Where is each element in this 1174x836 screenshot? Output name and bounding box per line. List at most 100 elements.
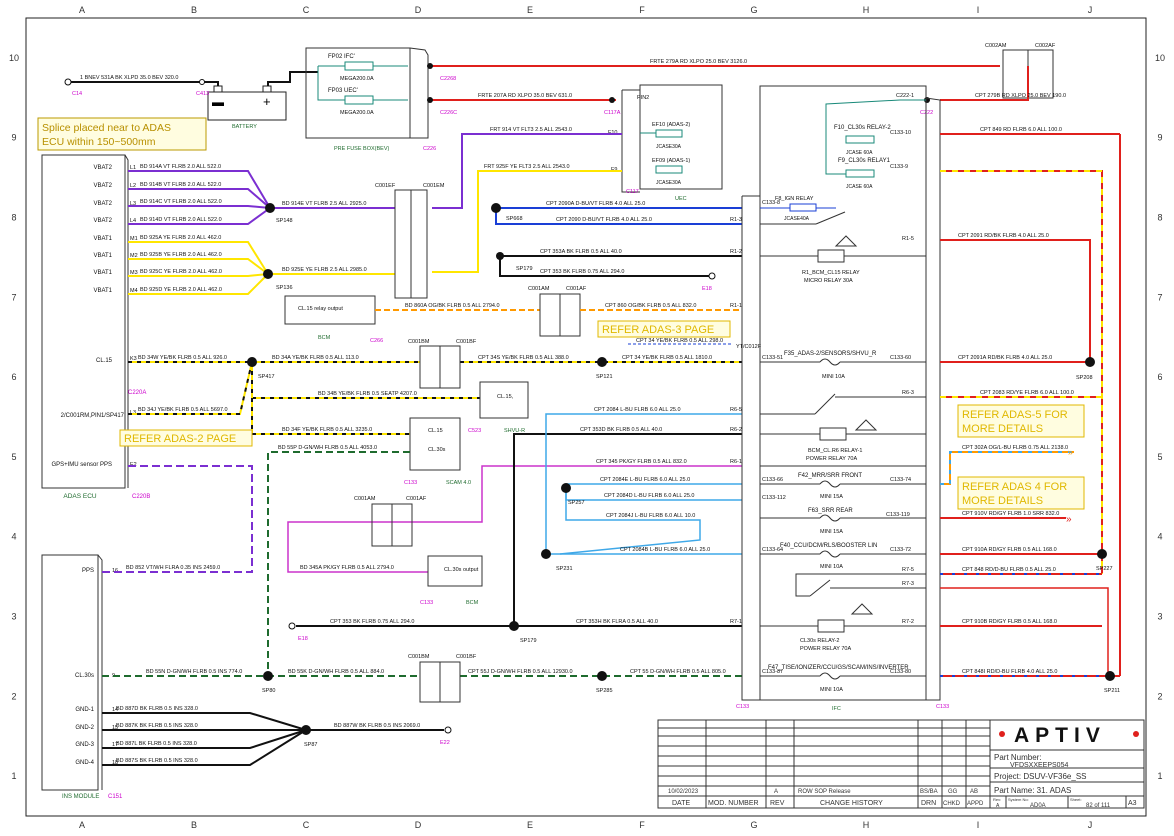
grid-row-label: 10 (1155, 53, 1165, 63)
svg-text:CPT 345 PK/GY FLRB 0.5 ALL 832: CPT 345 PK/GY FLRB 0.5 ALL 832.0 (596, 459, 687, 465)
vbat1-wires (128, 241, 395, 295)
grid-col-label: D (415, 820, 422, 830)
svg-text:BD 860A OG/BK FLRB 0.5 ALL 279: BD 860A OG/BK FLRB 0.5 ALL 2794.0 (405, 303, 500, 309)
svg-text:C133-80: C133-80 (890, 669, 911, 675)
c117a-label: C117A (604, 110, 621, 116)
c226-label: C226 (423, 146, 436, 152)
mega1-label: MEGA200.0A (340, 76, 374, 82)
uec-label: UEC (675, 196, 687, 202)
grid-row-label: 7 (1157, 292, 1162, 302)
svg-text:82 of 111: 82 of 111 (1086, 803, 1111, 809)
sp231-splice (541, 549, 551, 559)
svg-text:BD 925A YE FLRB 2.0 ALL 462.0: BD 925A YE FLRB 2.0 ALL 462.0 (140, 235, 221, 241)
svg-text:REFER ADAS-5 FOR: REFER ADAS-5 FOR (962, 409, 1068, 421)
svg-text:BD 34A YE/BK FLRB 0.5 ALL 113.: BD 34A YE/BK FLRB 0.5 ALL 113.0 (272, 355, 359, 361)
svg-text:F8_IGN RELAY: F8_IGN RELAY (775, 196, 814, 202)
svg-text:R7-3: R7-3 (902, 581, 914, 587)
ground-e18-bottom-icon (288, 622, 296, 630)
svg-text:MORE DETAILS: MORE DETAILS (962, 495, 1043, 507)
svg-text:MINI 10A: MINI 10A (820, 687, 843, 693)
aptiv-logo-dot-right (1133, 731, 1139, 737)
cl15-relay-output-box (284, 295, 376, 325)
svg-text:CPT 2091 RD/BK FLRB 4.0 ALL 25: CPT 2091 RD/BK FLRB 4.0 ALL 25.0 (958, 233, 1049, 239)
ecu-pin-vbat1-m4: VBAT1 (93, 288, 112, 294)
svg-text:MINI 15A: MINI 15A (820, 529, 843, 535)
svg-text:SP668: SP668 (506, 216, 523, 222)
grid-row-label: 8 (11, 213, 16, 223)
svg-text:BD 55N D-GN/WH FLRB 0.5 INS 77: BD 55N D-GN/WH FLRB 0.5 INS 774.0 (146, 669, 242, 675)
svg-text:R7-2: R7-2 (902, 619, 914, 625)
svg-text:FRT 925F YE FLT3 2.5 ALL 2543.: FRT 925F YE FLT3 2.5 ALL 2543.0 (484, 164, 570, 170)
svg-text:BCM_CL.R6 RELAY-1: BCM_CL.R6 RELAY-1 (808, 448, 862, 454)
ifc-fuse-box (741, 85, 941, 701)
grid-col-label: G (750, 5, 757, 15)
c151-label: C151 (108, 794, 123, 800)
svg-text:C001AM: C001AM (354, 496, 376, 502)
grid-col-label: C (303, 5, 310, 15)
fp02-label: FP02 IFC' (328, 54, 355, 60)
ins-pin-gnd3: GND-3 (75, 742, 94, 748)
sp179-splice-top (496, 252, 504, 260)
svg-text:BD 55K D-GN/WH FLRB 0.5 ALL 88: BD 55K D-GN/WH FLRB 0.5 ALL 884.0 (288, 669, 384, 675)
grid-row-label: 2 (11, 691, 16, 701)
svg-text:C133-87: C133-87 (762, 669, 783, 675)
svg-text:CPT 2091A RD/BK FLRB 4.0 ALL 2: CPT 2091A RD/BK FLRB 4.0 ALL 25.0 (958, 355, 1052, 361)
ef10-label: EF10 (ADAS-2) (652, 122, 690, 128)
svg-text:CPT 353H BK FLRA 0.5 ALL 40.0: CPT 353H BK FLRA 0.5 ALL 40.0 (576, 619, 658, 625)
grid-row-label: 9 (1157, 133, 1162, 143)
svg-text:CL.15 relay output: CL.15 relay output (298, 306, 343, 312)
svg-text:CPT 2084B L-BU FLRB 6.0 ALL 25: CPT 2084B L-BU FLRB 6.0 ALL 25.0 (620, 547, 710, 553)
svg-text:SCAM 4.0: SCAM 4.0 (446, 480, 471, 486)
svg-text:YT/C012F: YT/C012F (736, 344, 762, 350)
ecu-pin-vbat1-m3: VBAT1 (93, 270, 112, 276)
svg-text:A3: A3 (1128, 800, 1137, 807)
svg-text:SP148: SP148 (276, 218, 293, 224)
svg-text:CPT 302A OG/L-BU FLRB 0.75 ALL: CPT 302A OG/L-BU FLRB 0.75 ALL 2138.0 (962, 445, 1068, 451)
svg-text:C133: C133 (420, 600, 433, 606)
wire-frte279-label: FRTE 279A RD XLPO 25.0 BEV 3126.0 (650, 59, 747, 65)
sp211-splice (1105, 671, 1115, 681)
svg-text:CL.15,: CL.15, (497, 394, 514, 400)
svg-text:VFDSXXEEPS054: VFDSXXEEPS054 (1010, 762, 1068, 769)
vbat2-wires (128, 170, 395, 225)
grid-row-label: 10 (9, 53, 19, 63)
svg-text:C133-51: C133-51 (762, 355, 783, 361)
svg-text:BD 55P D-GN/WH FLRB 0.5 ALL 40: BD 55P D-GN/WH FLRB 0.5 ALL 4053.0 (278, 445, 377, 451)
svg-text:C222: C222 (920, 110, 933, 116)
svg-text:A: A (774, 789, 778, 795)
connector-c001b-bottom (419, 661, 461, 703)
svg-text:E18: E18 (298, 636, 308, 642)
svg-text:R7-5: R7-5 (902, 567, 914, 573)
scam-box (409, 417, 461, 471)
refer-adas4-box (957, 476, 1085, 510)
grid-row-label: 1 (11, 771, 16, 781)
grid-col-label: F (639, 820, 645, 830)
svg-text:CPT 2083 RD/YE FLRB 6.0 ALL 10: CPT 2083 RD/YE FLRB 6.0 ALL 100.0 (980, 390, 1074, 396)
sp87-splice (301, 725, 311, 735)
sp208-splice (1085, 357, 1095, 367)
svg-text:BD 914D VT FLRB 2.0 ALL 522.0: BD 914D VT FLRB 2.0 ALL 522.0 (140, 217, 222, 223)
svg-text:SP211: SP211 (1104, 688, 1120, 694)
refer-adas5-box (957, 404, 1085, 438)
svg-text:CHANGE HISTORY: CHANGE HISTORY (820, 800, 883, 807)
grid-row-label: 4 (1157, 532, 1162, 542)
svg-text:ROW SOP Release: ROW SOP Release (798, 789, 851, 795)
c117-label: C117 (626, 189, 639, 195)
svg-text:AB: AB (970, 789, 978, 795)
c413-label: C413 (196, 91, 209, 97)
svg-text:M4: M4 (130, 288, 138, 294)
svg-text:F42_MRR/SRR FRONT: F42_MRR/SRR FRONT (798, 473, 862, 479)
svg-text:MINI 10A: MINI 10A (820, 564, 843, 570)
f42-fuse-icon (819, 480, 841, 488)
svg-text:BCM: BCM (466, 600, 479, 606)
ef09-fuse-icon (655, 165, 683, 174)
grid-row-label: 6 (11, 372, 16, 382)
ins-pin-pps: PPS (82, 568, 94, 574)
svg-text:CPT 848 RD/D-BU FLRB 0.5 ALL 2: CPT 848 RD/D-BU FLRB 0.5 ALL 25.0 (962, 567, 1056, 573)
svg-text:F9_CL30s RELAY1: F9_CL30s RELAY1 (838, 158, 891, 164)
wire-852 (102, 465, 253, 573)
grid-row-label: 2 (1157, 691, 1162, 701)
svg-text:BS/BA: BS/BA (920, 789, 938, 795)
grid-row-label: 8 (1157, 213, 1162, 223)
